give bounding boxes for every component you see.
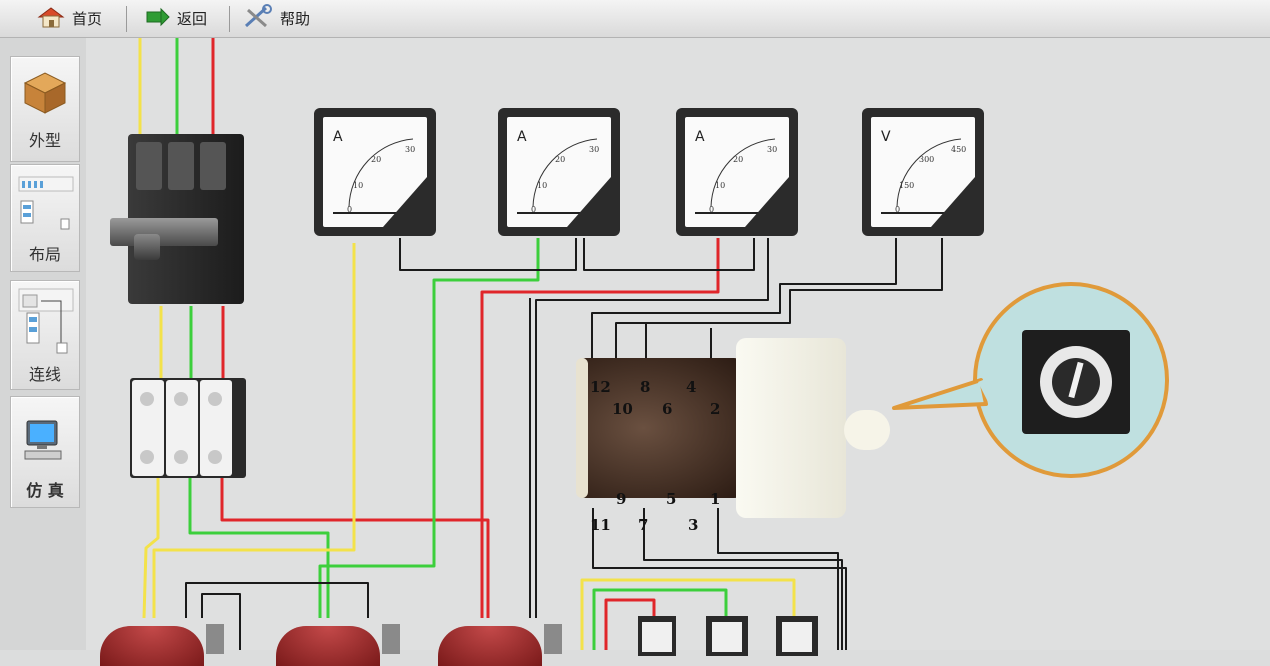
sidebar-item-appearance[interactable]: 外型 — [10, 56, 80, 162]
wire-black — [643, 508, 843, 650]
switch-handle[interactable] — [110, 218, 218, 246]
scale-tick: 10 — [537, 181, 548, 190]
knob-callout — [886, 274, 1176, 486]
relay-1[interactable] — [638, 616, 676, 656]
wire-red — [480, 238, 720, 618]
terminal-label: 7 — [638, 516, 649, 534]
layout-icon — [17, 175, 75, 239]
help-label: 帮助 — [280, 10, 311, 28]
wire-black — [201, 593, 241, 650]
meter-scale — [517, 138, 611, 227]
tools-icon — [242, 3, 274, 34]
voltmeter: V 0 150 300 450 — [862, 108, 984, 236]
wire-black — [535, 238, 769, 618]
wire-black — [399, 238, 577, 271]
ammeter-2: A 0 10 20 30 — [498, 108, 620, 236]
scale-tick: 10 — [353, 181, 364, 190]
sidebar-item-label: 外型 — [28, 131, 61, 150]
help-button[interactable]: 帮助 — [242, 3, 311, 34]
ammeter-3: A 0 10 20 30 — [676, 108, 798, 236]
scale-tick: 0 — [531, 205, 537, 214]
meter-unit: A — [333, 129, 343, 145]
meter-unit: V — [881, 129, 891, 145]
toolbar-divider — [126, 6, 127, 32]
home-label: 首页 — [72, 10, 103, 28]
scale-tick: 20 — [555, 155, 566, 164]
back-button[interactable]: 返回 — [145, 4, 207, 33]
relay-3[interactable] — [776, 616, 818, 656]
scale-tick: 30 — [405, 145, 416, 154]
sidebar-item-label: 连线 — [28, 365, 61, 384]
wire-red — [604, 598, 656, 650]
wire-black — [592, 508, 847, 650]
wiring-diagram: A 0 10 20 30 A 0 10 20 30 — [86, 38, 1270, 666]
wire-black — [591, 238, 897, 363]
wire-green — [592, 588, 728, 650]
sidebar-item-layout[interactable]: 布局 — [10, 164, 80, 272]
relay-2[interactable] — [706, 616, 748, 656]
wire-black — [717, 508, 839, 650]
terminal-label: 6 — [662, 400, 673, 418]
terminal-label: 3 — [688, 516, 699, 534]
wires — [138, 38, 943, 650]
sidebar-item-label: 布局 — [28, 245, 61, 264]
scale-tick: 150 — [899, 181, 915, 190]
sidebar-item-wiring[interactable]: 连线 — [10, 280, 80, 390]
terminal-label: 1 — [710, 490, 721, 508]
current-transformer-3[interactable] — [438, 620, 568, 666]
rotary-switch[interactable]: 12 10 8 6 4 2 9 11 7 5 3 1 — [576, 320, 896, 550]
scale-tick: 450 — [951, 145, 967, 154]
wire-black — [615, 238, 943, 368]
scale-tick: 20 — [733, 155, 744, 164]
scale-tick: 30 — [767, 145, 778, 154]
terminal-label: 10 — [612, 400, 633, 418]
scale-tick: 0 — [895, 205, 901, 214]
terminal-label: 2 — [710, 400, 721, 418]
box-icon — [21, 69, 69, 119]
scale-tick: 0 — [347, 205, 353, 214]
terminal-label: 8 — [640, 378, 651, 396]
toolbar: 首页 返回 帮助 — [0, 0, 1270, 38]
scale-tick: 10 — [715, 181, 726, 190]
home-button[interactable]: 首页 — [36, 4, 102, 33]
meter-unit: A — [517, 129, 527, 145]
wire-green — [318, 238, 540, 618]
back-label: 返回 — [177, 10, 208, 28]
meter-scale — [695, 138, 789, 227]
sidebar-item-simulation[interactable]: 仿 真 — [10, 396, 80, 508]
wire-green — [188, 478, 330, 618]
sidebar-item-label: 仿 真 — [26, 481, 64, 500]
wire-black — [185, 582, 369, 618]
sidebar: 外型 布局 连线 — [0, 38, 86, 650]
terminal-label: 11 — [590, 516, 611, 534]
scale-tick: 30 — [589, 145, 600, 154]
terminal-label: 4 — [686, 378, 697, 396]
ammeter-1: A 0 10 20 30 — [314, 108, 436, 236]
meter-scale — [333, 138, 427, 227]
wire-yellow — [580, 578, 796, 650]
terminal-label: 9 — [616, 490, 627, 508]
wire-black — [583, 238, 755, 271]
current-transformer-2[interactable] — [276, 620, 406, 666]
meter-scale — [881, 138, 975, 227]
fuse-block[interactable] — [130, 378, 246, 478]
wire-yellow — [142, 478, 160, 619]
knob-icon[interactable] — [1022, 330, 1130, 434]
back-arrow-icon — [145, 7, 171, 31]
computer-icon — [23, 419, 67, 467]
wiring-icon — [17, 287, 75, 359]
current-transformer-1[interactable] — [100, 620, 230, 666]
scale-tick: 20 — [371, 155, 382, 164]
house-icon — [36, 5, 66, 33]
meter-unit: A — [695, 129, 705, 145]
scale-tick: 300 — [919, 155, 935, 164]
wire-yellow — [152, 243, 356, 618]
toolbar-divider — [229, 6, 230, 32]
knife-switch[interactable] — [110, 134, 248, 306]
terminal-label: 5 — [666, 490, 677, 508]
terminal-label: 12 — [590, 378, 611, 396]
scale-tick: 0 — [709, 205, 715, 214]
